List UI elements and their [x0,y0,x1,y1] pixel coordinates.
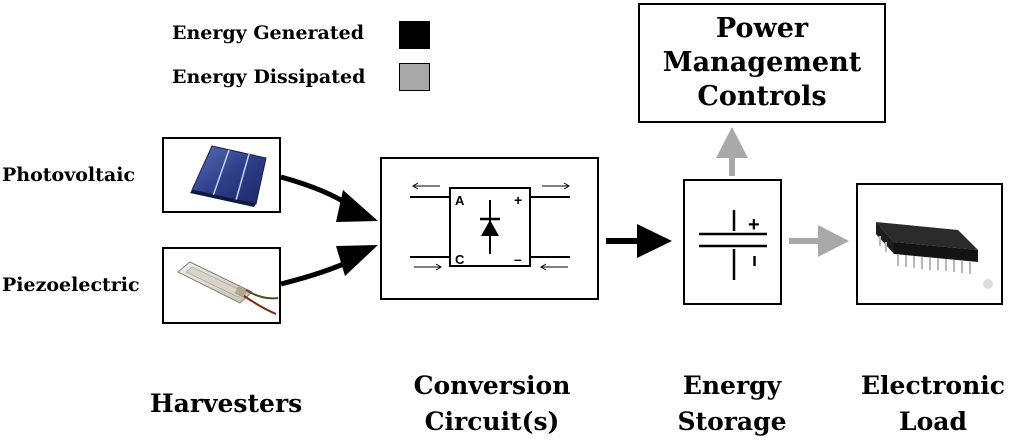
storage-label: Energy Storage [677,371,787,436]
terminal-plus-label: + [514,192,522,208]
photovoltaic-label: Photovoltaic [2,164,136,186]
terminal-a-label: A [455,193,465,208]
harvesters-label: Harvesters [150,389,303,418]
conversion-label: Conversion Circuit(s) [413,371,571,436]
legend-dissipated-label: Energy Dissipated [172,66,366,88]
integrated-circuit-icon [876,222,993,289]
power-management-box: Power Management Controls [638,3,886,123]
piezoelectric-label: Piezoelectric [2,274,140,296]
legend-generated-swatch [399,21,430,49]
capacitor-plus-label: + [748,214,760,236]
legend-generated-label: Energy Generated [172,22,365,44]
capacitor-minus-label: ı [752,250,757,270]
converter-symbol [410,182,570,271]
terminal-c-label: C [455,252,465,267]
capacitor-icon [699,210,767,280]
piezo-element-icon [177,261,279,315]
legend-dissipated-swatch [399,63,430,91]
energy-storage-box [683,179,782,305]
power-management-label: Power Management Controls [662,13,862,112]
load-label: Electronic Load [861,371,1005,436]
terminal-minus-label: – [514,251,522,267]
solar-panel-icon [190,145,267,207]
